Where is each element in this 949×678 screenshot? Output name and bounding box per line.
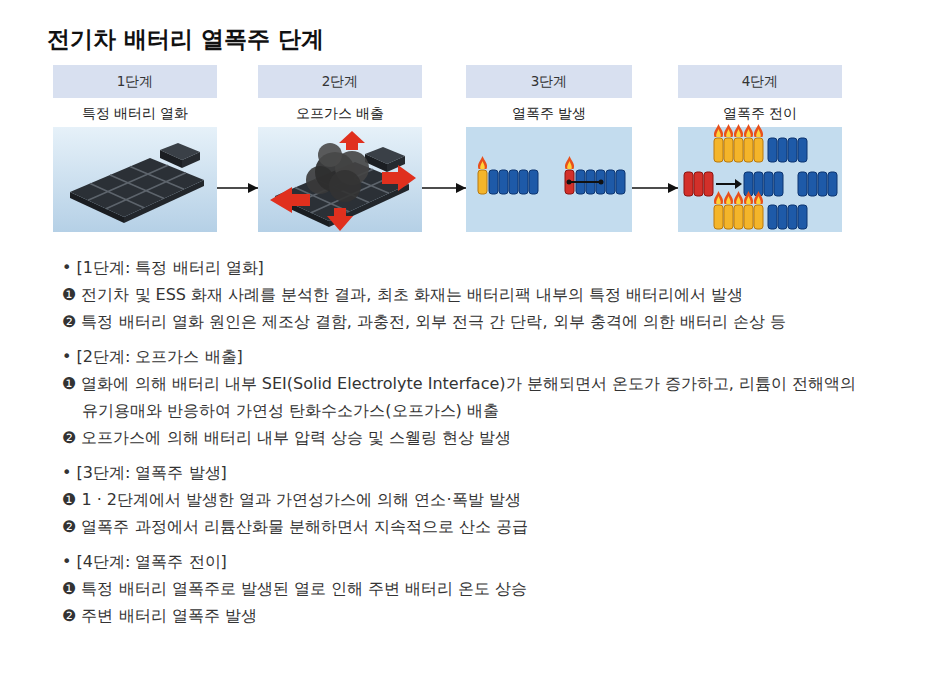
numbered-note: ❶ 전기차 및 ESS 화재 사례를 분석한 결과, 최초 화재는 배터리팩 내… xyxy=(62,281,942,308)
section-heading: • [4단계: 열폭주 전이] xyxy=(62,548,942,575)
numbered-note: ❷ 열폭주 과정에서 리튬산화물 분해하면서 지속적으로 산소 공급 xyxy=(62,513,942,540)
stage-panel: 3단계열폭주 발생 xyxy=(466,65,632,232)
numbered-note: ❷ 주변 배터리 열폭주 발생 xyxy=(62,602,942,629)
stage-header: 2단계 xyxy=(258,65,422,98)
runaway-propagation-picture xyxy=(678,124,842,232)
stage-subtitle: 열폭주 발생 xyxy=(466,103,632,123)
notes-block: • [1단계: 특정 배터리 열화]❶ 전기차 및 ESS 화재 사례를 분석한… xyxy=(62,254,942,629)
offgas-picture xyxy=(258,127,422,232)
section-heading: • [3단계: 열폭주 발생] xyxy=(62,459,942,486)
stage-header: 1단계 xyxy=(53,65,217,98)
numbered-note: ❶ 특정 배터리 열폭주로 발생된 열로 인해 주변 배터리 온도 상승 xyxy=(62,575,942,602)
flow-arrow xyxy=(422,187,466,189)
numbered-note: ❷ 오프가스에 의해 배터리 내부 압력 상승 및 스웰링 현상 발생 xyxy=(62,424,942,451)
stage-panel: 4단계열폭주 전이 xyxy=(678,65,842,232)
numbered-note: ❶ 1 · 2단계에서 발생한 열과 가연성가스에 의해 연소·폭발 발생 xyxy=(62,486,942,513)
stage-header: 4단계 xyxy=(678,65,842,98)
flow-arrow xyxy=(217,187,258,189)
diagram-title: 전기차 배터리 열폭주 단계 xyxy=(47,24,324,55)
section-heading: • [2단계: 오프가스 배출] xyxy=(62,343,942,370)
section-heading: • [1단계: 특정 배터리 열화] xyxy=(62,254,942,281)
battery-pack-picture xyxy=(53,127,217,232)
stage-panel: 2단계오프가스 배출 xyxy=(258,65,422,232)
numbered-note: ❶ 열화에 의해 배터리 내부 SEI(Solid Electrolyte In… xyxy=(62,370,872,424)
stage-subtitle: 특정 배터리 열화 xyxy=(53,103,217,123)
numbered-note: ❷ 특정 배터리 열화 원인은 제조상 결함, 과충전, 외부 전극 간 단락,… xyxy=(62,308,942,335)
stage-header: 3단계 xyxy=(466,65,632,98)
stage-subtitle: 열폭주 전이 xyxy=(678,103,842,123)
flow-arrow xyxy=(632,187,678,189)
stage-subtitle: 오프가스 배출 xyxy=(258,103,422,123)
thermal-runaway-picture xyxy=(466,127,632,232)
stage-panel: 1단계특정 배터리 열화 xyxy=(53,65,217,232)
